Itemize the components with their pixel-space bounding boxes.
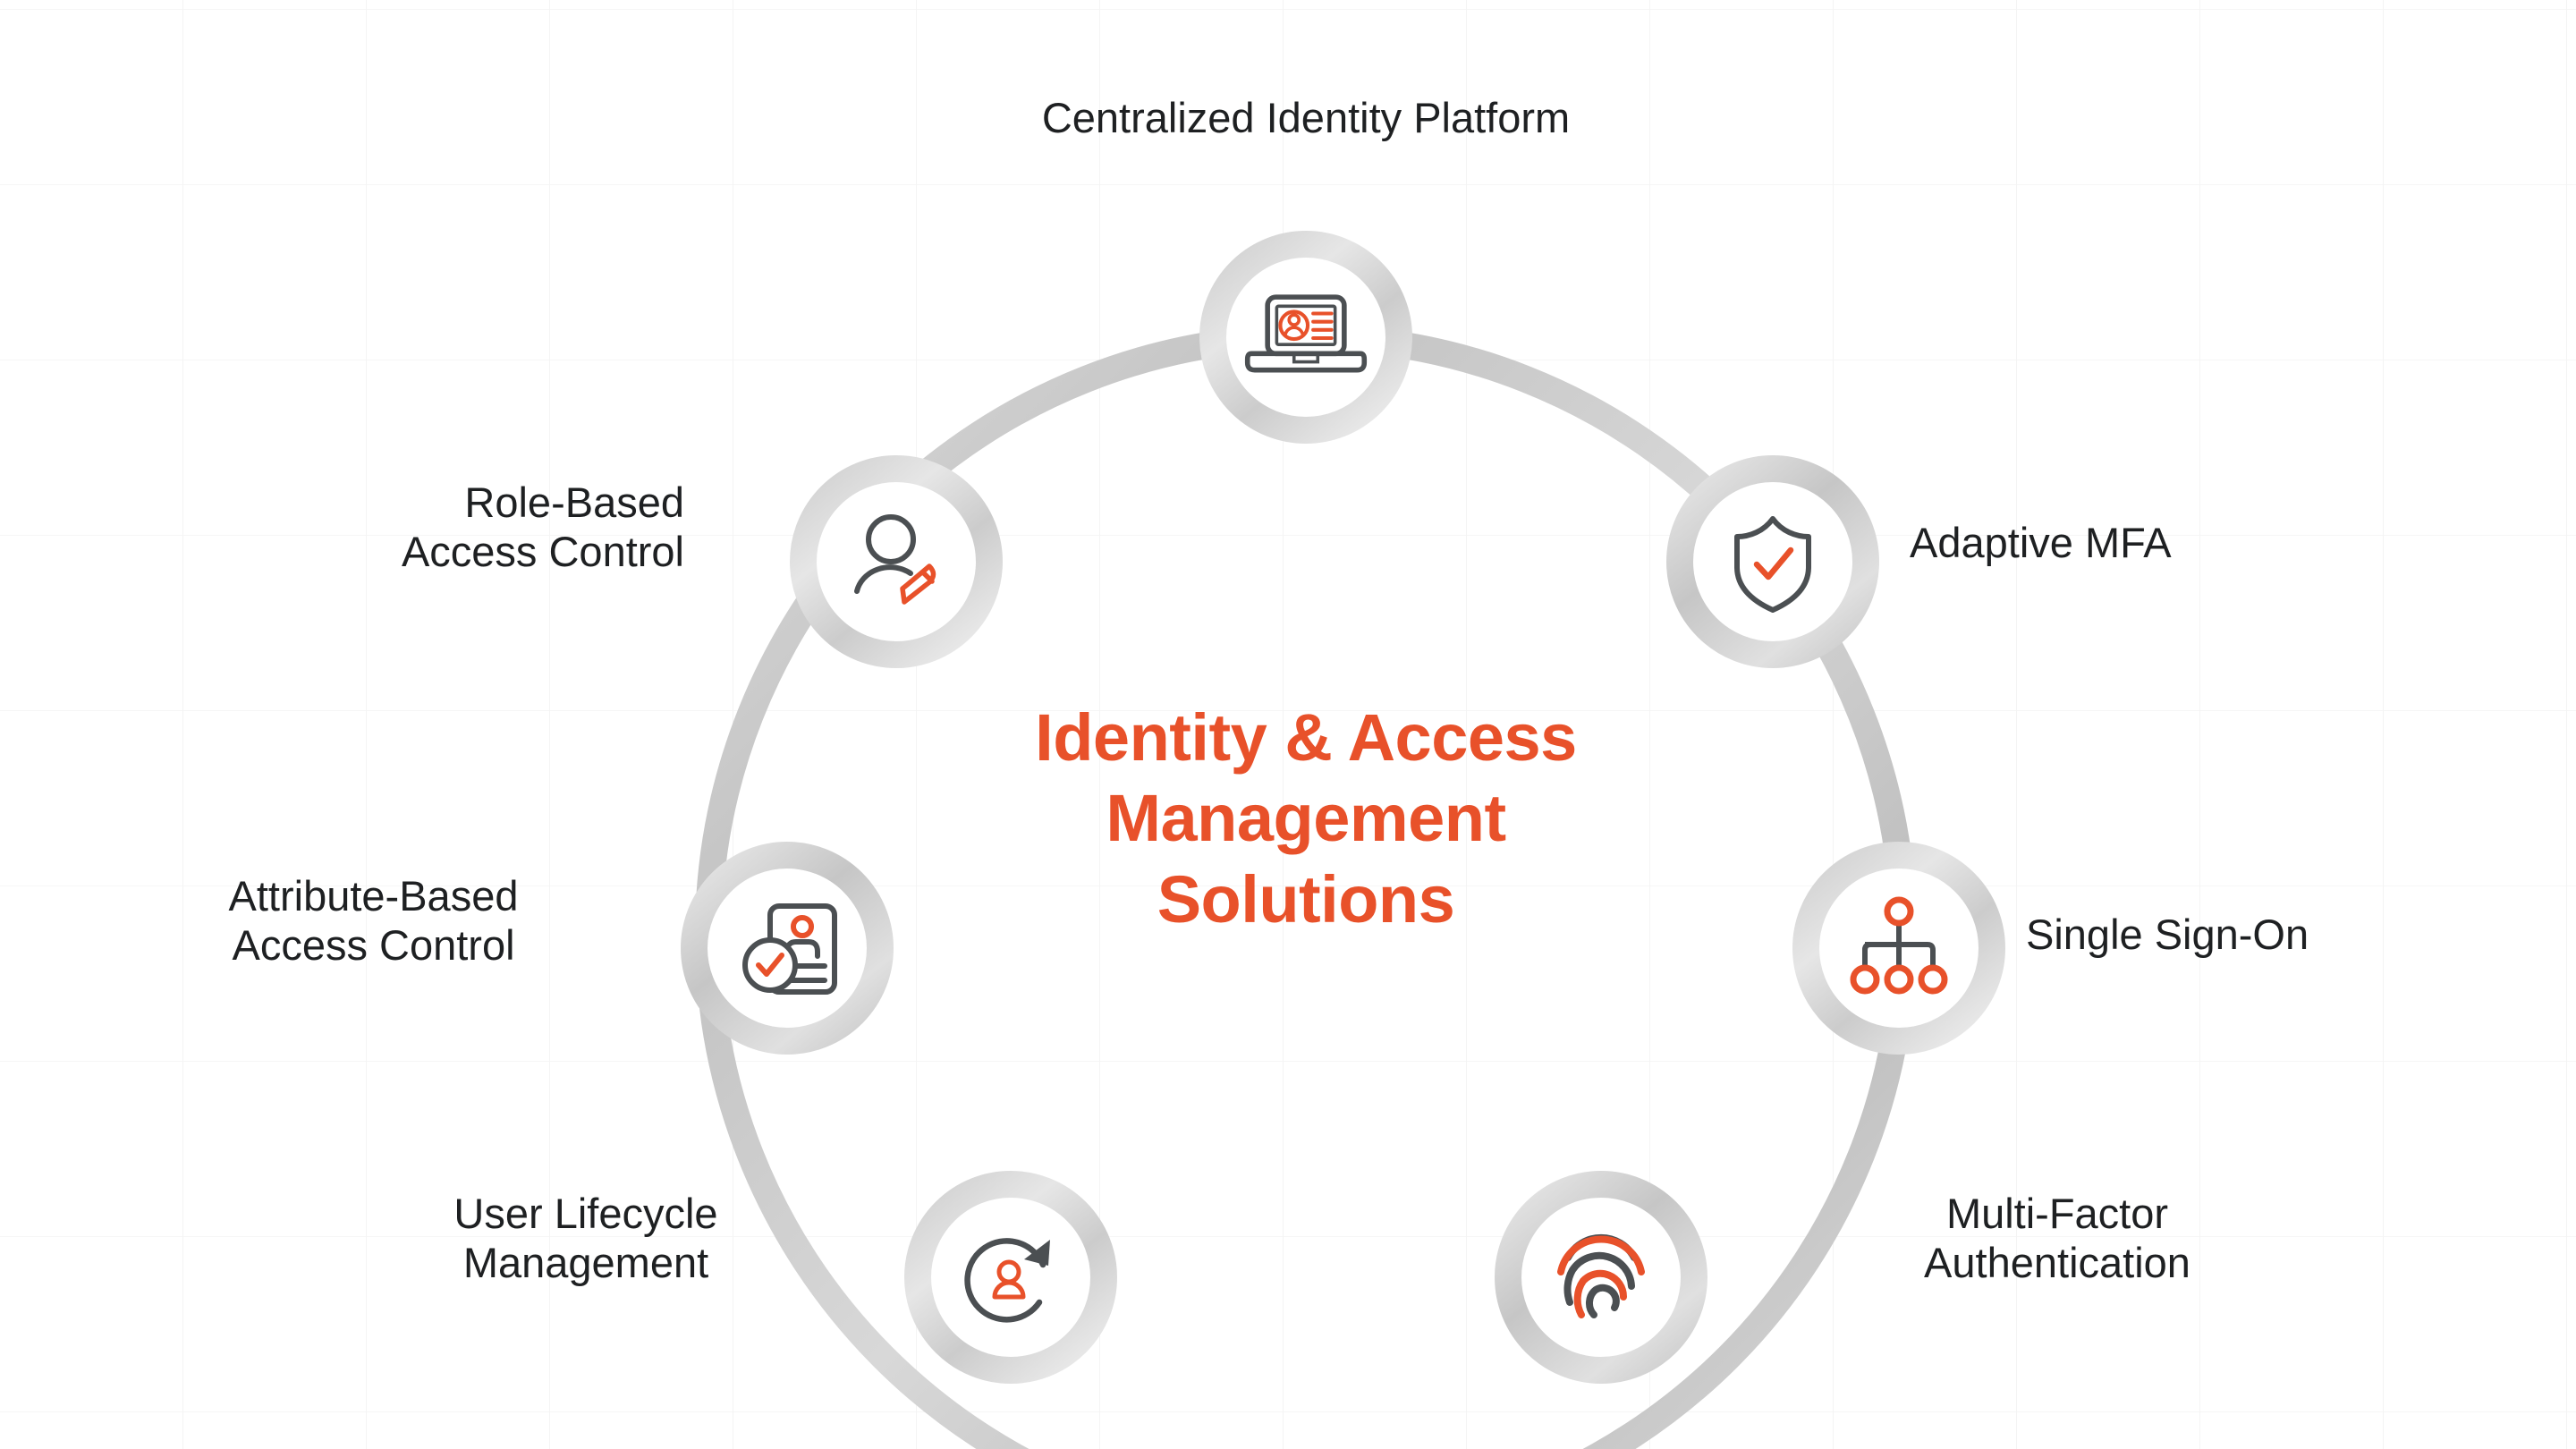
- node-label-multi-factor-authentication: Multi-Factor Authentication: [1924, 1190, 2190, 1286]
- node-adaptive-mfa[interactable]: [1666, 455, 1879, 668]
- user-edit-icon: [854, 514, 936, 605]
- node-multi-factor-authentication[interactable]: [1495, 1171, 1707, 1384]
- id-document-check-icon: [742, 903, 837, 995]
- hierarchy-tree-icon: [1850, 896, 1948, 995]
- shield-check-icon: [1734, 516, 1811, 613]
- node-single-sign-on[interactable]: [1792, 842, 2005, 1055]
- node-label-attribute-based-access-control: Attribute-Based Access Control: [228, 872, 519, 969]
- node-attribute-based-access-control[interactable]: [681, 842, 894, 1055]
- laptop-id-card-icon: [1244, 294, 1368, 373]
- node-label-user-lifecycle-management: User Lifecycle Management: [453, 1190, 718, 1286]
- node-centralized-identity-platform[interactable]: [1199, 231, 1412, 444]
- node-label-single-sign-on: Single Sign-On: [2026, 911, 2309, 958]
- node-label-centralized-identity-platform: Centralized Identity Platform: [1041, 94, 1571, 141]
- user-refresh-icon: [964, 1238, 1050, 1323]
- node-label-adaptive-mfa: Adaptive MFA: [1910, 519, 2172, 566]
- node-user-lifecycle-management[interactable]: [904, 1171, 1117, 1384]
- node-label-role-based-access-control: Role-Based Access Control: [401, 479, 684, 575]
- page-title: Identity & Access Management Solutions: [1035, 700, 1577, 936]
- fingerprint-icon: [1557, 1233, 1645, 1318]
- node-role-based-access-control[interactable]: [790, 455, 1003, 668]
